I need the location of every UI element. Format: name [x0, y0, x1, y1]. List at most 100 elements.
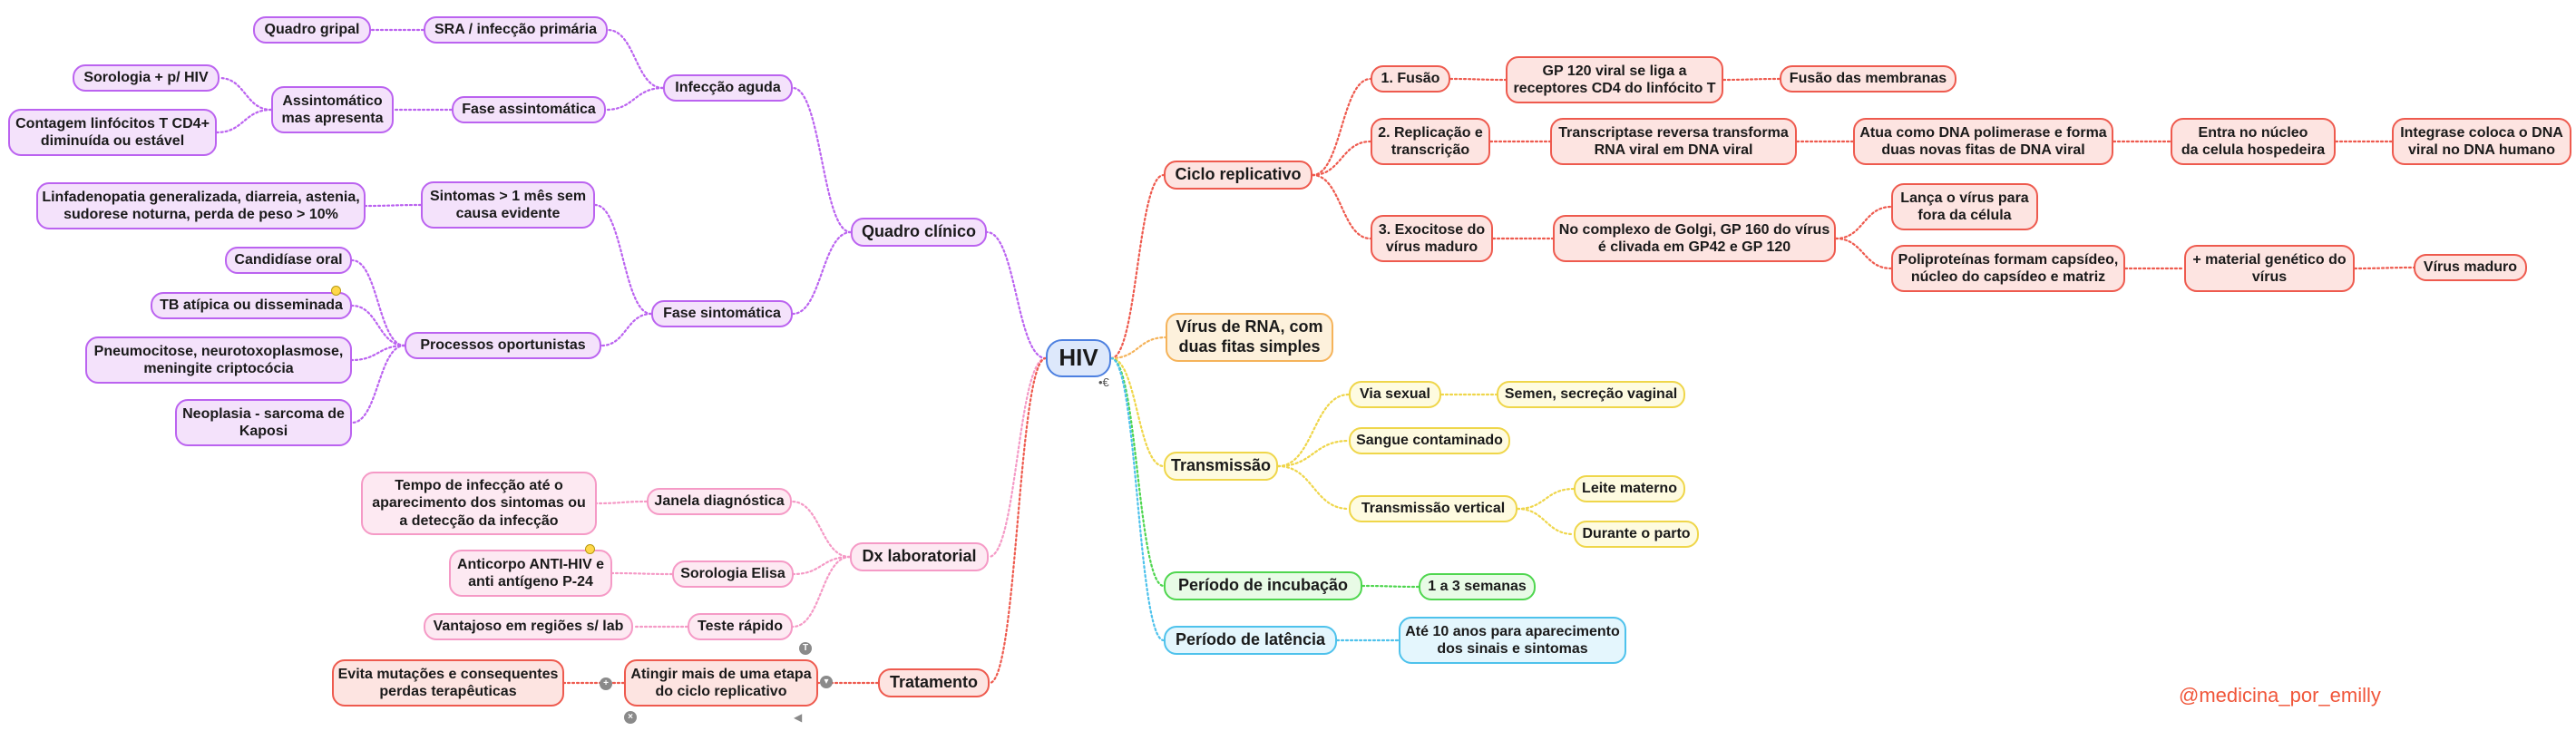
- janela-node[interactable]: Janela diagnóstica: [647, 488, 792, 515]
- latencia-node[interactable]: Período de latência: [1164, 626, 1337, 655]
- transmissao-node[interactable]: Transmissão: [1164, 452, 1278, 481]
- ciclo-replicativo-node[interactable]: Ciclo replicativo: [1164, 161, 1312, 190]
- connector-candidiase-node: [350, 258, 406, 347]
- sra-node[interactable]: SRA / infecção primária: [424, 16, 608, 44]
- quadro-gripal-node[interactable]: Quadro gripal: [253, 16, 371, 44]
- connector-incubacao-node: [1109, 356, 1166, 588]
- linfadenopatia-node[interactable]: Linfadenopatia generalizada, diarreia, a…: [36, 182, 366, 229]
- connector-quadro-clinico-node: [985, 230, 1048, 360]
- arrow-handle-icon[interactable]: ◀: [794, 711, 803, 724]
- connector-contagem-node: [215, 108, 273, 134]
- transmissao-vertical-node[interactable]: Transmissão vertical: [1349, 495, 1517, 522]
- connector-semanas-node: [1361, 584, 1420, 589]
- sangue-node[interactable]: Sangue contaminado: [1349, 427, 1510, 454]
- connector-ciclo-replicativo-node: [1109, 173, 1166, 360]
- sorologia-elisa-node[interactable]: Sorologia Elisa: [672, 560, 794, 588]
- note-marker-icon: [331, 286, 341, 296]
- connector-tratamento-node: [988, 356, 1048, 685]
- connector-tempo-node: [595, 500, 649, 505]
- poliproteinas-node[interactable]: Poliproteínas formam capsídeo,núcleo do …: [1891, 245, 2125, 292]
- connector-exocitose-node: [1311, 173, 1372, 240]
- connector-pneumocitose-node: [350, 344, 406, 362]
- via-sexual-node[interactable]: Via sexual: [1349, 381, 1441, 408]
- infeccao-aguda-node[interactable]: Infecção aguda: [663, 74, 793, 102]
- connector-infeccao-aguda-node: [791, 86, 853, 234]
- watermark-text: @medicina_por_emilly: [2179, 684, 2381, 707]
- connector-sra-node: [606, 28, 665, 90]
- note-marker-icon: [585, 544, 595, 554]
- expand-handle-icon[interactable]: ▾: [820, 676, 833, 688]
- processos-node[interactable]: Processos oportunistas: [405, 332, 601, 359]
- fusao-membranas-node[interactable]: Fusão das membranas: [1780, 65, 1956, 93]
- quadro-clinico-node[interactable]: Quadro clínico: [851, 218, 987, 247]
- parto-node[interactable]: Durante o parto: [1574, 521, 1699, 548]
- connector-teste-rapido-node: [791, 555, 852, 629]
- incubacao-node[interactable]: Período de incubação: [1164, 571, 1362, 600]
- tb-node[interactable]: TB atípica ou disseminada: [151, 292, 352, 319]
- connector-via-sexual-node: [1276, 393, 1351, 468]
- connector-parto-node: [1516, 507, 1576, 536]
- connector-janela-node: [790, 500, 852, 559]
- virus-maduro-node[interactable]: Vírus maduro: [2414, 254, 2527, 281]
- fase-assintomatica-node[interactable]: Fase assintomática: [452, 96, 606, 123]
- connector-transmissao-node: [1109, 356, 1166, 468]
- connector-lanca-node: [1834, 205, 1893, 240]
- connector-dx-laboratorial-node: [987, 356, 1048, 559]
- fase-sintomatica-node[interactable]: Fase sintomática: [651, 300, 793, 327]
- connector-sintomas-node: [593, 203, 653, 316]
- dx-laboratorial-node[interactable]: Dx laboratorial: [850, 542, 989, 571]
- leite-node[interactable]: Leite materno: [1574, 475, 1685, 502]
- teste-rapido-node[interactable]: Teste rápido: [688, 613, 793, 640]
- connector-tb-node: [350, 304, 406, 347]
- connector-gp120-node: [1449, 77, 1508, 82]
- vantajoso-node[interactable]: Vantajoso em regiões s/ lab: [424, 613, 633, 640]
- root-node[interactable]: HIV: [1046, 339, 1111, 377]
- connector-poliproteinas-node: [1834, 237, 1893, 270]
- link-handle-icon[interactable]: T: [799, 642, 812, 655]
- connector-replicacao-node: [1311, 140, 1372, 177]
- connector-fase-sintomatica-node: [791, 230, 853, 316]
- connector-sorologia-hiv-node: [218, 76, 273, 112]
- semen-node[interactable]: Semen, secreção vaginal: [1497, 381, 1685, 408]
- tratamento-node[interactable]: Tratamento: [878, 668, 990, 697]
- connector-fase-assintomatica-node: [604, 86, 665, 112]
- root-collapse-icon[interactable]: •€: [1098, 375, 1109, 389]
- connector-fusao-node: [1311, 77, 1372, 177]
- semanas-node[interactable]: 1 a 3 semanas: [1419, 573, 1536, 600]
- pneumocitose-node[interactable]: Pneumocitose, neurotoxoplasmose,meningit…: [85, 336, 352, 384]
- connector-latencia-node: [1109, 356, 1166, 642]
- candidiase-node[interactable]: Candidíase oral: [225, 247, 352, 274]
- connector-transmissao-vertical-node: [1276, 464, 1351, 511]
- connector-fusao-membranas-node: [1722, 77, 1781, 82]
- connector-anticorpo-node: [610, 571, 674, 576]
- remove-handle-icon[interactable]: ×: [624, 711, 637, 724]
- collapse-handle-icon[interactable]: +: [600, 677, 612, 690]
- connector-rna-node: [1109, 336, 1167, 360]
- contagem-node[interactable]: Contagem linfócitos T CD4+diminuída ou e…: [8, 109, 217, 156]
- connector-sorologia-elisa-node: [792, 555, 852, 576]
- sorologia-hiv-node[interactable]: Sorologia + p/ HIV: [73, 64, 220, 92]
- fusao-node[interactable]: 1. Fusão: [1371, 65, 1450, 93]
- connector-neoplasia-node: [350, 344, 406, 424]
- connector-sangue-node: [1276, 439, 1351, 468]
